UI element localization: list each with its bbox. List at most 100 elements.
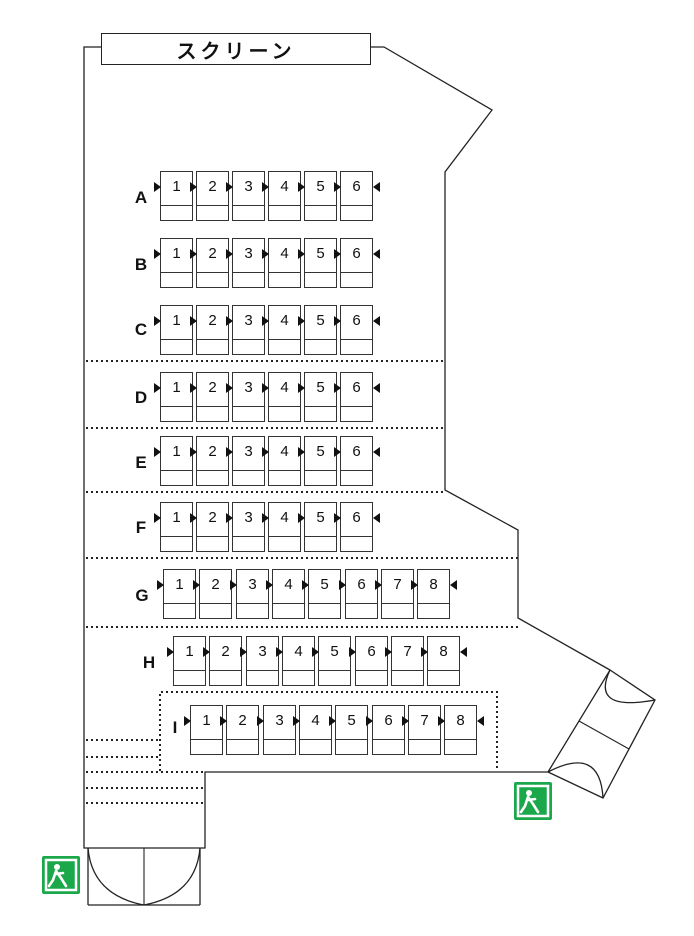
seat[interactable]: 3	[232, 238, 265, 288]
seat[interactable]: 5	[335, 705, 368, 755]
seat-back	[300, 739, 331, 754]
seat-arrow-icon	[226, 249, 233, 259]
seat[interactable]: 5	[318, 636, 351, 686]
seat[interactable]: 1	[160, 171, 193, 221]
seat[interactable]: 1	[160, 436, 193, 486]
seat[interactable]: 5	[304, 305, 337, 355]
seat[interactable]: 5	[304, 171, 337, 221]
seat-back	[346, 603, 377, 618]
seat-arrow-icon	[298, 513, 305, 523]
seat[interactable]: 1	[173, 636, 206, 686]
seat-number: 1	[202, 712, 211, 729]
seat[interactable]: 3	[232, 305, 265, 355]
seat-number: 5	[330, 643, 339, 660]
seat-number: 6	[367, 643, 376, 660]
seat-back	[210, 670, 241, 685]
seat[interactable]: 7	[408, 705, 441, 755]
seat[interactable]: 8	[444, 705, 477, 755]
seat[interactable]: 5	[304, 238, 337, 288]
seat-number: 5	[316, 178, 325, 195]
seat-back	[341, 339, 372, 354]
seat[interactable]: 2	[196, 372, 229, 422]
seat-arrow-icon	[262, 182, 269, 192]
emergency-exit-icon	[42, 856, 80, 894]
seat[interactable]: 3	[236, 569, 269, 619]
seat[interactable]: 2	[226, 705, 259, 755]
seat[interactable]: 6	[340, 305, 373, 355]
seat[interactable]: 2	[209, 636, 242, 686]
seat-back	[305, 536, 336, 551]
seat-back	[233, 536, 264, 551]
seat[interactable]: 6	[345, 569, 378, 619]
seat[interactable]: 4	[268, 436, 301, 486]
seat[interactable]: 4	[268, 502, 301, 552]
seat[interactable]: 2	[196, 436, 229, 486]
seat-back	[341, 536, 372, 551]
seat-number: 2	[208, 379, 217, 396]
seat[interactable]: 4	[268, 238, 301, 288]
seat[interactable]: 3	[232, 436, 265, 486]
row-end-arrow-icon	[373, 447, 380, 457]
seat[interactable]: 8	[417, 569, 450, 619]
seat-back	[174, 670, 205, 685]
seat[interactable]: 6	[340, 502, 373, 552]
seat[interactable]: 3	[246, 636, 279, 686]
seat[interactable]: 3	[232, 171, 265, 221]
seat[interactable]: 5	[304, 436, 337, 486]
seat[interactable]: 3	[232, 502, 265, 552]
seat-arrow-icon	[226, 513, 233, 523]
seat[interactable]: 2	[196, 305, 229, 355]
seat[interactable]: 4	[299, 705, 332, 755]
seat-arrow-icon	[438, 716, 445, 726]
seat-back	[233, 205, 264, 220]
seat[interactable]: 5	[304, 372, 337, 422]
seat[interactable]: 7	[391, 636, 424, 686]
seat-arrow-icon	[154, 447, 161, 457]
seat-back	[305, 406, 336, 421]
seat-back	[269, 470, 300, 485]
seat-arrow-icon	[262, 447, 269, 457]
seat[interactable]: 6	[340, 436, 373, 486]
seat[interactable]: 3	[263, 705, 296, 755]
seat-back	[341, 470, 372, 485]
seat[interactable]: 4	[268, 171, 301, 221]
seat-number: 2	[208, 178, 217, 195]
seat[interactable]: 1	[163, 569, 196, 619]
seat[interactable]: 1	[160, 372, 193, 422]
seat[interactable]: 2	[196, 238, 229, 288]
seat[interactable]: 1	[160, 305, 193, 355]
seat[interactable]: 5	[304, 502, 337, 552]
seat[interactable]: 2	[196, 171, 229, 221]
seat-number: 7	[393, 576, 402, 593]
seat[interactable]: 4	[268, 305, 301, 355]
seat[interactable]: 2	[199, 569, 232, 619]
seat[interactable]: 8	[427, 636, 460, 686]
seat-number: 6	[352, 443, 361, 460]
seat[interactable]: 6	[340, 238, 373, 288]
seat-arrow-icon	[276, 647, 283, 657]
seat[interactable]: 1	[160, 502, 193, 552]
seat-number: 4	[280, 443, 289, 460]
seat[interactable]: 6	[340, 171, 373, 221]
seat-number: 1	[172, 443, 181, 460]
seat[interactable]: 1	[190, 705, 223, 755]
seat-number: 4	[280, 379, 289, 396]
seat[interactable]: 4	[272, 569, 305, 619]
seat-arrow-icon	[302, 580, 309, 590]
seat[interactable]: 2	[196, 502, 229, 552]
seat-back	[197, 470, 228, 485]
seat-number: 6	[352, 379, 361, 396]
seat[interactable]: 4	[282, 636, 315, 686]
seat[interactable]: 7	[381, 569, 414, 619]
seat-arrow-icon	[226, 447, 233, 457]
seat-back	[161, 339, 192, 354]
emergency-exit-icon	[514, 782, 552, 820]
seat[interactable]: 4	[268, 372, 301, 422]
seat[interactable]: 3	[232, 372, 265, 422]
seat[interactable]: 1	[160, 238, 193, 288]
seat[interactable]: 6	[355, 636, 388, 686]
seat-arrow-icon	[154, 249, 161, 259]
seat[interactable]: 6	[372, 705, 405, 755]
seat[interactable]: 5	[308, 569, 341, 619]
seat[interactable]: 6	[340, 372, 373, 422]
